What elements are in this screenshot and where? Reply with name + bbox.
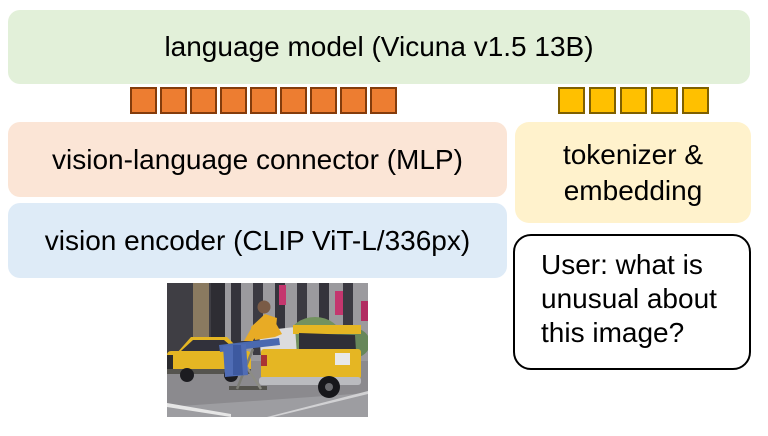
text-token [651, 87, 678, 114]
image-token [250, 87, 277, 114]
image-token [190, 87, 217, 114]
language-model-label: language model (Vicuna v1.5 13B) [164, 31, 594, 62]
tokenizer-label-line1: tokenizer & [562, 138, 704, 170]
vision-language-connector-box: vision-language connector (MLP) [8, 122, 507, 197]
image-token [160, 87, 187, 114]
text-token-row [558, 87, 709, 114]
image-token [310, 87, 337, 114]
photo-illustration [167, 283, 368, 417]
image-token [370, 87, 397, 114]
image-token-row [130, 87, 397, 114]
text-token [682, 87, 709, 114]
vision-language-connector-label: vision-language connector (MLP) [52, 143, 463, 175]
image-token [340, 87, 367, 114]
text-token [620, 87, 647, 114]
tokenizer-label-line2: embedding [563, 174, 703, 206]
text-token [589, 87, 616, 114]
text-token [558, 87, 585, 114]
vision-encoder-label: vision encoder (CLIP ViT-L/336px) [44, 224, 471, 256]
user-prompt-bubble: User: what is unusual about this image? [513, 234, 751, 370]
language-model-box: language model (Vicuna v1.5 13B) [8, 10, 750, 84]
user-prompt-line3: this image? [541, 317, 685, 348]
image-token [220, 87, 247, 114]
image-token [130, 87, 157, 114]
image-token [280, 87, 307, 114]
tokenizer-embedding-box: tokenizer & embedding [515, 122, 751, 223]
vision-encoder-box: vision encoder (CLIP ViT-L/336px) [8, 203, 507, 278]
extreme-ironing-photo [167, 283, 368, 417]
user-prompt-line1: User: what is [541, 249, 703, 280]
user-prompt-line2: unusual about [541, 283, 717, 314]
